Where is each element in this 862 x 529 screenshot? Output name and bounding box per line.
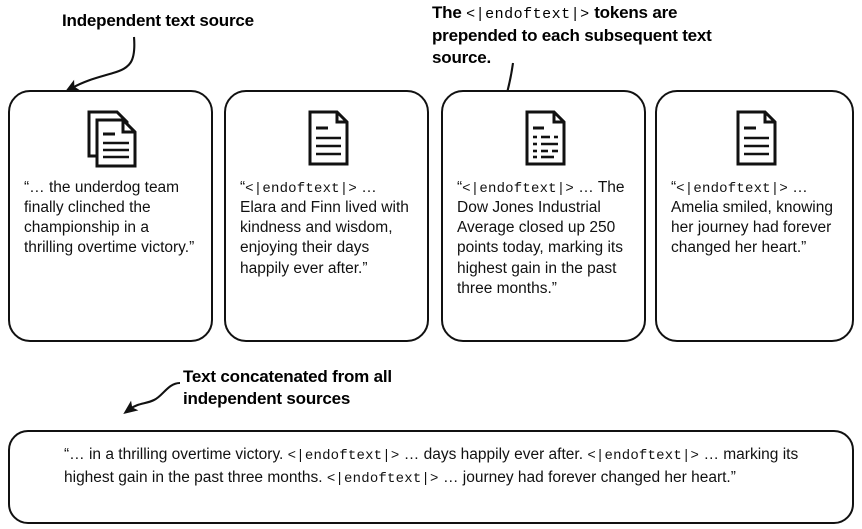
card-2-body: … Elara and Finn lived with kindness and… <box>240 179 409 277</box>
card-1-text: “… the underdog team finally clinched th… <box>24 178 201 259</box>
document-icon <box>308 110 348 166</box>
text-source-card-1: “… the underdog team finally clinched th… <box>8 90 213 342</box>
annotation-endoftext-explanation: The <|endoftext|> tokens are prepended t… <box>432 2 742 69</box>
card-4-text: “<|endoftext|> … Amelia smiled, knowing … <box>671 178 842 259</box>
card-4-body: … Amelia smiled, knowing her journey had… <box>671 179 833 257</box>
card-3-body: … The Dow Jones Industrial Average close… <box>457 179 625 297</box>
concatenated-eot-token: <|endoftext|> <box>587 448 700 464</box>
annotation-concatenated-label: Text concatenated from all independent s… <box>183 367 392 409</box>
concatenated-eot-token: <|endoftext|> <box>287 448 400 464</box>
document-list-icon <box>525 110 565 166</box>
concatenated-eot-token: <|endoftext|> <box>326 470 439 487</box>
document-icon <box>736 110 776 166</box>
concatenated-segment: … days happily ever after. <box>399 446 588 463</box>
concatenated-segment: … marking its highest gain in the past t… <box>64 446 799 486</box>
stacked-documents-icon <box>87 110 136 168</box>
card-4-eot-token: <|endoftext|> <box>676 181 788 197</box>
concatenated-text: “… in a thrilling overtime victory. <|en… <box>64 444 834 490</box>
annotation-independent-source: Independent text source <box>62 11 254 30</box>
card-3-text: “<|endoftext|> … The Dow Jones Industria… <box>457 178 634 299</box>
arrow-to-card-1 <box>64 36 136 93</box>
card-2-eot-token: <|endoftext|> <box>245 181 357 197</box>
card-3-eot-token: <|endoftext|> <box>462 181 574 197</box>
arrow-to-concatenated-box <box>123 381 181 415</box>
card-3-quote-open: “ <box>457 179 463 196</box>
concatenated-segment: … journey had forever changed her heart.… <box>438 468 736 486</box>
annotation-eot-token: <|endoftext|> <box>466 6 590 23</box>
text-source-card-4: “<|endoftext|> … Amelia smiled, knowing … <box>655 90 854 342</box>
text-source-card-2: “<|endoftext|> … Elara and Finn lived wi… <box>224 90 429 342</box>
card-4-quote-open: “ <box>671 179 677 196</box>
annotation-eot-suffix: tokens are prepended to each subsequent … <box>432 3 712 67</box>
annotation-eot-prefix: The <box>432 3 467 22</box>
card-2-text: “<|endoftext|> … Elara and Finn lived wi… <box>240 178 417 279</box>
concatenated-segment: “… in a thrilling overtime victory. <box>64 446 288 463</box>
card-2-quote-open: “ <box>240 179 246 196</box>
card-1-body: “… the underdog team finally clinched th… <box>24 179 195 257</box>
text-source-card-3: “<|endoftext|> … The Dow Jones Industria… <box>441 90 646 342</box>
concatenated-text-box: “… in a thrilling overtime victory. <|en… <box>8 430 854 524</box>
